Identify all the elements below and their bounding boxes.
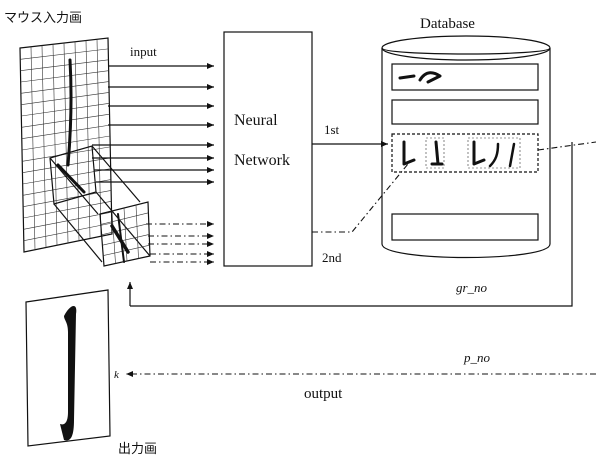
database-label: Database — [420, 16, 475, 32]
database-record-4 — [391, 213, 539, 241]
mouse-input-grid-panel — [19, 37, 113, 253]
input-arrows — [92, 63, 214, 185]
network-label: Network — [234, 152, 290, 169]
output-screen-panel — [25, 289, 111, 447]
output-screen-label: 出力画 — [118, 442, 157, 457]
output-label: output — [304, 386, 343, 402]
secondary-input-arrows — [146, 221, 214, 265]
database-record-1 — [391, 63, 539, 91]
gr-no-feedback-line — [130, 142, 573, 307]
input-label: input — [130, 44, 157, 59]
database-cylinder: Database — [381, 16, 551, 259]
database-output-line — [537, 141, 596, 151]
p-no-label: p_no — [463, 350, 491, 365]
database-record-2 — [391, 99, 539, 125]
output-cursor-mark: k — [114, 369, 120, 381]
first-label: 1st — [324, 122, 340, 137]
neural-network-box: Neural Network — [223, 31, 313, 267]
second-result-line — [312, 163, 409, 233]
neural-label: Neural — [234, 112, 278, 129]
second-label: 2nd — [322, 250, 342, 265]
database-record-matched — [391, 133, 539, 173]
gr-no-label: gr_no — [456, 280, 488, 295]
mouse-input-screen-label: マウス入力画 — [4, 11, 82, 26]
sampling-window-box — [49, 145, 151, 267]
